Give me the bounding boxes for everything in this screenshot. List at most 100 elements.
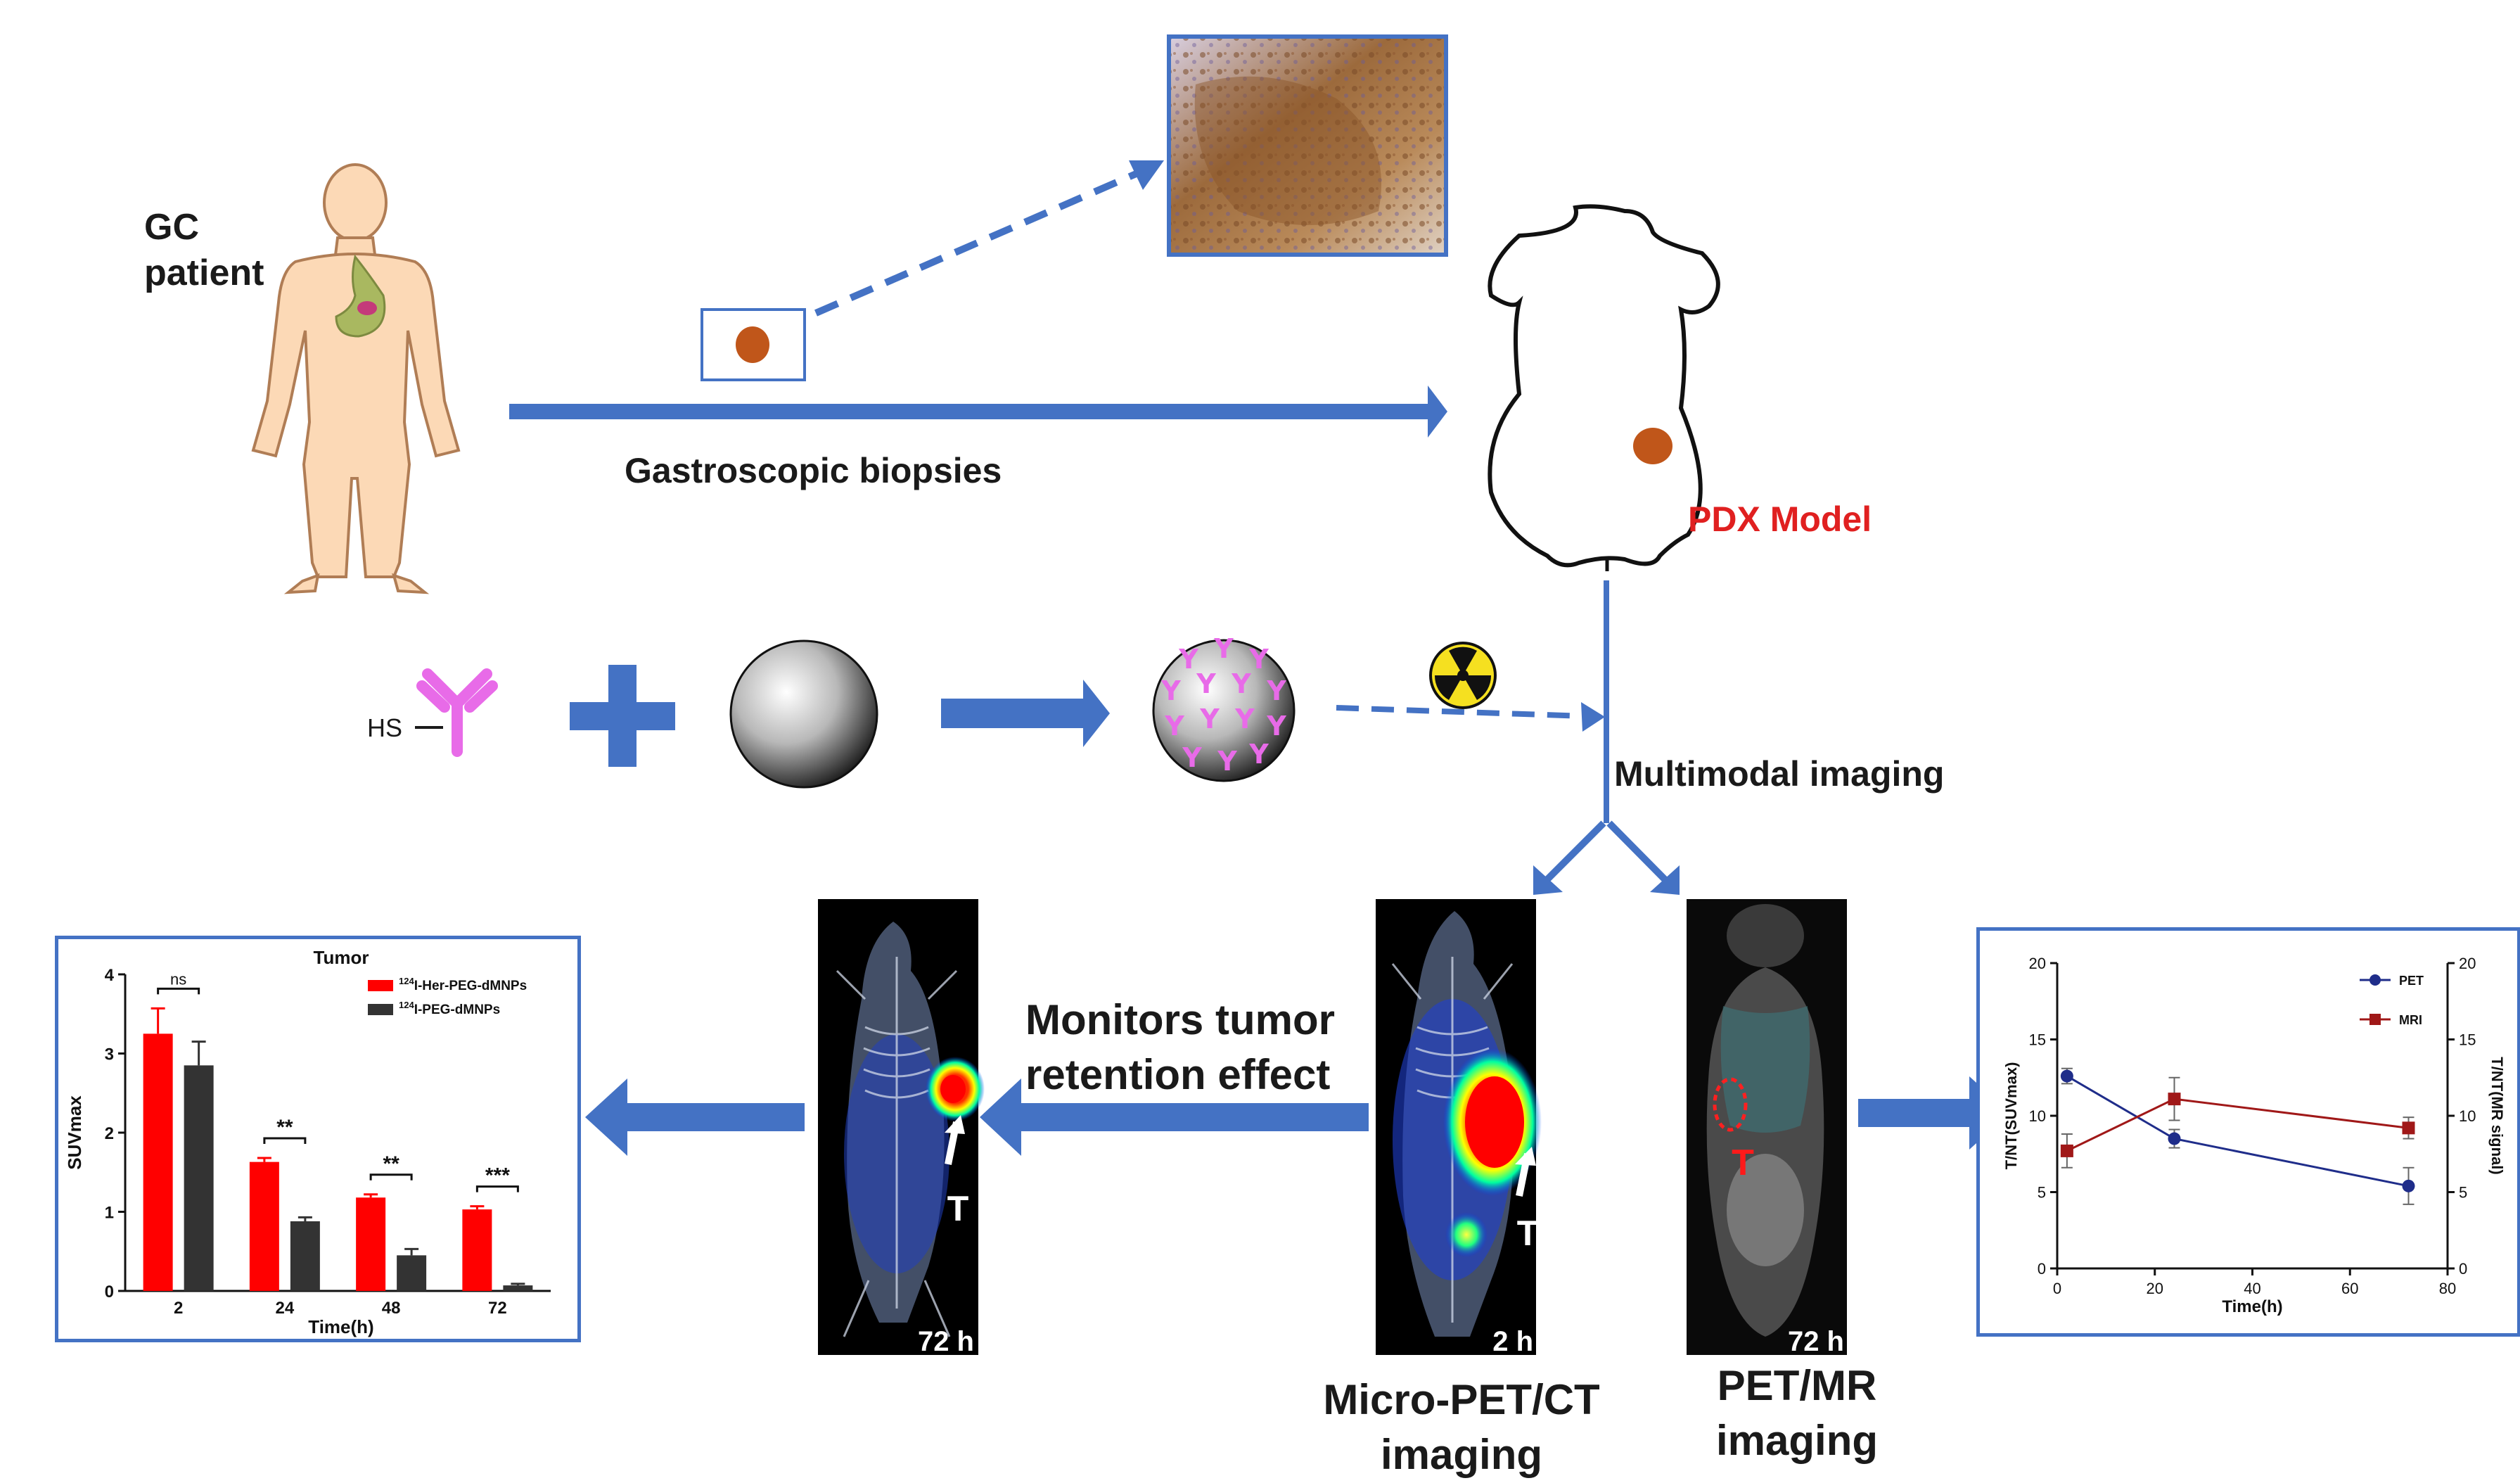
significance-label: ns (170, 970, 186, 988)
svg-text:Y: Y (1164, 711, 1184, 742)
micro-pet-label-line1: Micro-PET/CT (1323, 1376, 1599, 1423)
pet-mr-label-line1: PET/MR (1718, 1362, 1877, 1409)
bar-chart-title: Tumor (314, 947, 369, 968)
point-mri (2402, 1121, 2415, 1135)
line-chart-x-tick-label: 60 (2341, 1280, 2358, 1297)
scan2-time-label: 2 h (1492, 1326, 1533, 1357)
bar-her-24 (249, 1161, 279, 1291)
line-chart-right-tick-label: 5 (2459, 1184, 2467, 1202)
bar-her-2 (143, 1033, 173, 1291)
bar-chart-x-label: Time(h) (308, 1316, 373, 1337)
svg-text:Y: Y (1234, 704, 1255, 734)
svg-text:Y: Y (1178, 644, 1198, 675)
significance-label: ** (276, 1116, 293, 1139)
line-chart-x-tick-label: 20 (2147, 1280, 2163, 1297)
pdx-vertical-line (1604, 580, 1609, 823)
line-chart-right-tick-label: 0 (2459, 1260, 2467, 1278)
line-chart-right-tick-label: 10 (2459, 1107, 2476, 1125)
point-mri (2060, 1144, 2073, 1157)
line-chart-x-label: Time(h) (2222, 1297, 2282, 1316)
line-chart-left-tick-label: 10 (2029, 1107, 2046, 1125)
radiation-icon (1429, 642, 1497, 709)
radiolabel-dashed-arrow (1336, 705, 1587, 719)
conjugation-arrow (941, 680, 1110, 747)
nanoparticle-icon (729, 639, 878, 789)
hs-label: HS (367, 713, 402, 742)
svg-text:Y: Y (1266, 675, 1286, 706)
line-chart-left-tick-label: 15 (2029, 1031, 2046, 1049)
split-arrow-left (1533, 820, 1606, 895)
bar-peg-48 (397, 1255, 427, 1291)
svg-text:Y: Y (1160, 675, 1181, 706)
svg-text:Y: Y (1196, 668, 1216, 699)
bar-chart-y-tick-label: 3 (105, 1045, 114, 1064)
biopsy-to-pdx-arrow (509, 386, 1447, 438)
svg-text:Y: Y (1266, 711, 1286, 742)
tumor-marker-1: T (947, 1189, 969, 1228)
legend-superscript: 124 (399, 976, 414, 986)
bar-chart-y-label: SUVmax (64, 1095, 85, 1170)
svg-text:Y: Y (1182, 742, 1202, 773)
point-mri (2168, 1093, 2181, 1106)
svg-text:Y: Y (1213, 633, 1234, 664)
dashed-arrow-to-histology (814, 169, 1141, 317)
line-chart-left-label: T/NT(SUVmax) (2002, 1062, 2020, 1170)
bar-chart-y-tick-label: 2 (105, 1124, 114, 1143)
point-pet (2402, 1179, 2415, 1192)
legend-marker-1 (2369, 1014, 2381, 1025)
bar-chart-x-tick-label: 24 (276, 1299, 295, 1318)
pdx-mouse-icon (1488, 204, 1720, 571)
bar-peg-24 (290, 1221, 320, 1291)
plus-icon (570, 665, 675, 767)
histology-image (1167, 34, 1448, 257)
antibody-icon (416, 668, 498, 757)
bar-chart-x-tick-label: 48 (382, 1299, 401, 1318)
bar-peg-72 (503, 1285, 533, 1291)
line-chart-x-tick-label: 80 (2439, 1280, 2456, 1297)
monitors-label-line1: Monitors tumor (1025, 996, 1335, 1043)
scan-to-monitor-arrow (980, 1078, 1369, 1156)
tumor-marker-3: T (1732, 1143, 1754, 1183)
dashed-arrow-head (1129, 160, 1164, 190)
legend-superscript: 124 (399, 1000, 414, 1010)
significance-bracket (369, 1173, 413, 1180)
svg-text:Y: Y (1231, 668, 1251, 699)
line-chart-right-label: T/NT(MR signal) (2488, 1057, 2506, 1174)
gastroscopic-biopsies-label: Gastroscopic biopsies (625, 451, 1002, 490)
monitors-label-line2: retention effect (1025, 1051, 1330, 1098)
pet-ct-scan-72h: T 72 h (818, 899, 985, 1357)
bar-peg-2 (184, 1065, 214, 1291)
bar-chart-y-tick-label: 1 (105, 1204, 114, 1223)
legend-swatch-0 (368, 980, 393, 991)
line-chart-left-tick-label: 0 (2038, 1260, 2046, 1278)
legend-text: I-Her-PEG-dMNPs (414, 979, 527, 993)
biopsy-tissue-dot (736, 326, 769, 363)
scan3-time-label: 72 h (1788, 1326, 1844, 1357)
bar-chart-x-tick-label: 2 (174, 1299, 183, 1318)
svg-text:Y: Y (1248, 739, 1269, 770)
significance-label: ** (383, 1152, 399, 1176)
scan1-time-label: 72 h (918, 1326, 974, 1357)
legend-marker-0 (2369, 974, 2381, 986)
bar-her-48 (356, 1197, 386, 1291)
legend-label-0: 124I-Her-PEG-dMNPs (399, 976, 527, 993)
significance-bracket (263, 1137, 307, 1144)
bar-chart-y-tick-label: 4 (105, 966, 115, 985)
line-chart-right-tick-label: 15 (2459, 1031, 2476, 1049)
svg-text:Y: Y (1248, 644, 1269, 675)
radiolabel-arrow-head (1581, 702, 1605, 732)
monitor-to-chart-arrow (585, 1078, 805, 1156)
patient-figure-icon (251, 163, 461, 594)
legend-swatch-1 (368, 1004, 393, 1015)
line-chart-x-tick-label: 0 (2053, 1280, 2061, 1297)
point-pet (2168, 1132, 2181, 1145)
suv-bar-chart: Tumor01234SUVmaxTime(h)2ns24**48**72***1… (64, 947, 551, 1337)
split-arrow-right (1606, 820, 1680, 895)
legend-text: I-PEG-dMNPs (414, 1003, 500, 1017)
line-series-pet (2066, 1075, 2409, 1188)
significance-label: *** (485, 1164, 510, 1188)
